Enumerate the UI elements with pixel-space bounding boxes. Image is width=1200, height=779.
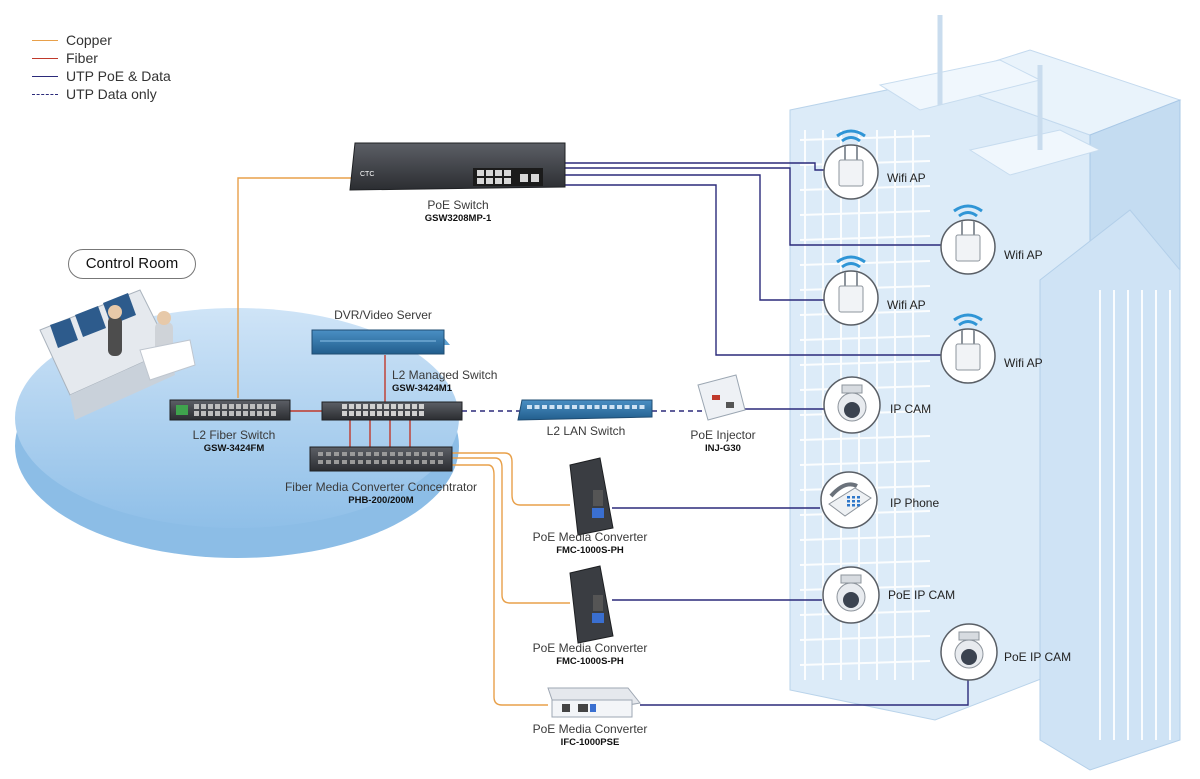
device-model: IFC-1000PSE xyxy=(560,737,620,748)
utp-line-swatch xyxy=(32,75,58,77)
l2-lan-switch-device[interactable] xyxy=(517,399,653,421)
device-model: FMC-1000S-PH xyxy=(556,545,624,556)
device-model: INJ-G30 xyxy=(705,443,741,454)
dvr-device[interactable] xyxy=(311,329,450,355)
ip-cam-label: IP CAM xyxy=(890,402,932,416)
device-name: PoE Media Converter xyxy=(532,641,648,655)
poe-media-converter-3-device[interactable] xyxy=(547,687,641,718)
device-model: GSW-3424M1 xyxy=(392,383,452,394)
fiber-line-swatch xyxy=(32,57,58,59)
poe-media-converter-2-device[interactable] xyxy=(569,565,614,644)
building xyxy=(789,15,1182,771)
control-room-label: Control Room xyxy=(68,249,196,279)
l2-lan-switch-label: L2 LAN Switch xyxy=(547,424,626,438)
l2-fiber-switch-device[interactable] xyxy=(169,399,291,421)
poe-media-converter-1-device[interactable] xyxy=(569,457,614,536)
legend-item-utp-data-only: UTP Data only xyxy=(32,85,171,103)
device-model: GSW3208MP-1 xyxy=(424,213,492,224)
poe-ip-cam-label-1: PoE IP CAM xyxy=(888,588,956,602)
control-console xyxy=(39,289,196,420)
device-name: Fiber Media Converter Concentrator xyxy=(284,480,478,494)
wifi-ap-label-2: Wifi AP xyxy=(1004,248,1043,262)
utp-dashed-swatch xyxy=(32,93,58,95)
device-name: L2 Managed Switch xyxy=(392,368,498,382)
dvr-label: DVR/Video Server xyxy=(334,308,432,322)
device-name: PoE Injector xyxy=(690,428,756,442)
legend-label: UTP Data only xyxy=(66,86,157,102)
device-name: L2 Fiber Switch xyxy=(192,428,276,442)
poe-injector-label: PoE Injector INJ-G30 xyxy=(690,428,755,456)
device-name: L2 LAN Switch xyxy=(546,424,626,438)
device-model: FMC-1000S-PH xyxy=(556,656,624,667)
poe-injector-device[interactable] xyxy=(697,374,746,421)
device-model: PHB-200/200M xyxy=(348,495,414,506)
legend-label: UTP PoE & Data xyxy=(66,68,171,84)
legend-label: Copper xyxy=(66,32,112,48)
dome-camera-icon xyxy=(822,566,880,624)
legend-item-fiber: Fiber xyxy=(32,49,171,67)
l2-fiber-switch-label: L2 Fiber Switch GSW-3424FM xyxy=(193,428,276,456)
device-name: PoE Media Converter xyxy=(532,530,648,544)
dome-camera-icon xyxy=(823,376,881,434)
poe-ip-cam-label-2: PoE IP CAM xyxy=(1004,650,1072,664)
fiber-concentrator-device[interactable] xyxy=(309,446,453,472)
l2-managed-switch-device[interactable] xyxy=(321,401,463,421)
legend-item-utp: UTP PoE & Data xyxy=(32,67,171,85)
device-model: GSW-3424FM xyxy=(203,443,265,454)
dome-camera-icon xyxy=(940,623,998,681)
device-name: PoE Switch xyxy=(427,198,489,212)
fiber-concentrator-label: Fiber Media Converter Concentrator PHB-2… xyxy=(285,480,477,508)
wifi-ap-icon xyxy=(823,129,879,200)
wifi-ap-icon xyxy=(823,255,879,326)
ip-phone-icon xyxy=(820,471,878,529)
poe-switch-device[interactable]: CTC xyxy=(349,142,566,191)
ip-phone-label: IP Phone xyxy=(890,496,940,510)
legend: Copper Fiber UTP PoE & Data UTP Data onl… xyxy=(32,31,171,103)
wifi-ap-icon xyxy=(940,204,996,275)
svg-text:CTC: CTC xyxy=(360,171,374,178)
copper-line-swatch xyxy=(32,39,58,41)
wifi-ap-label-3: Wifi AP xyxy=(887,298,926,312)
legend-item-copper: Copper xyxy=(32,31,171,49)
l2-managed-switch-label: L2 Managed Switch GSW-3424M1 xyxy=(392,368,497,396)
device-name: PoE Media Converter xyxy=(532,722,648,736)
wifi-ap-label-1: Wifi AP xyxy=(887,171,926,185)
poe-media-converter-3-label: PoE Media Converter IFC-1000PSE xyxy=(533,722,648,750)
poe-media-converter-1-label: PoE Media Converter FMC-1000S-PH xyxy=(533,530,648,558)
links xyxy=(237,162,969,706)
wifi-ap-label-4: Wifi AP xyxy=(1004,356,1043,370)
wifi-ap-icon xyxy=(940,313,996,384)
poe-switch-label: PoE Switch GSW3208MP-1 xyxy=(425,198,492,226)
poe-media-converter-2-label: PoE Media Converter FMC-1000S-PH xyxy=(533,641,648,669)
device-name: DVR/Video Server xyxy=(334,308,432,322)
legend-label: Fiber xyxy=(66,50,98,66)
